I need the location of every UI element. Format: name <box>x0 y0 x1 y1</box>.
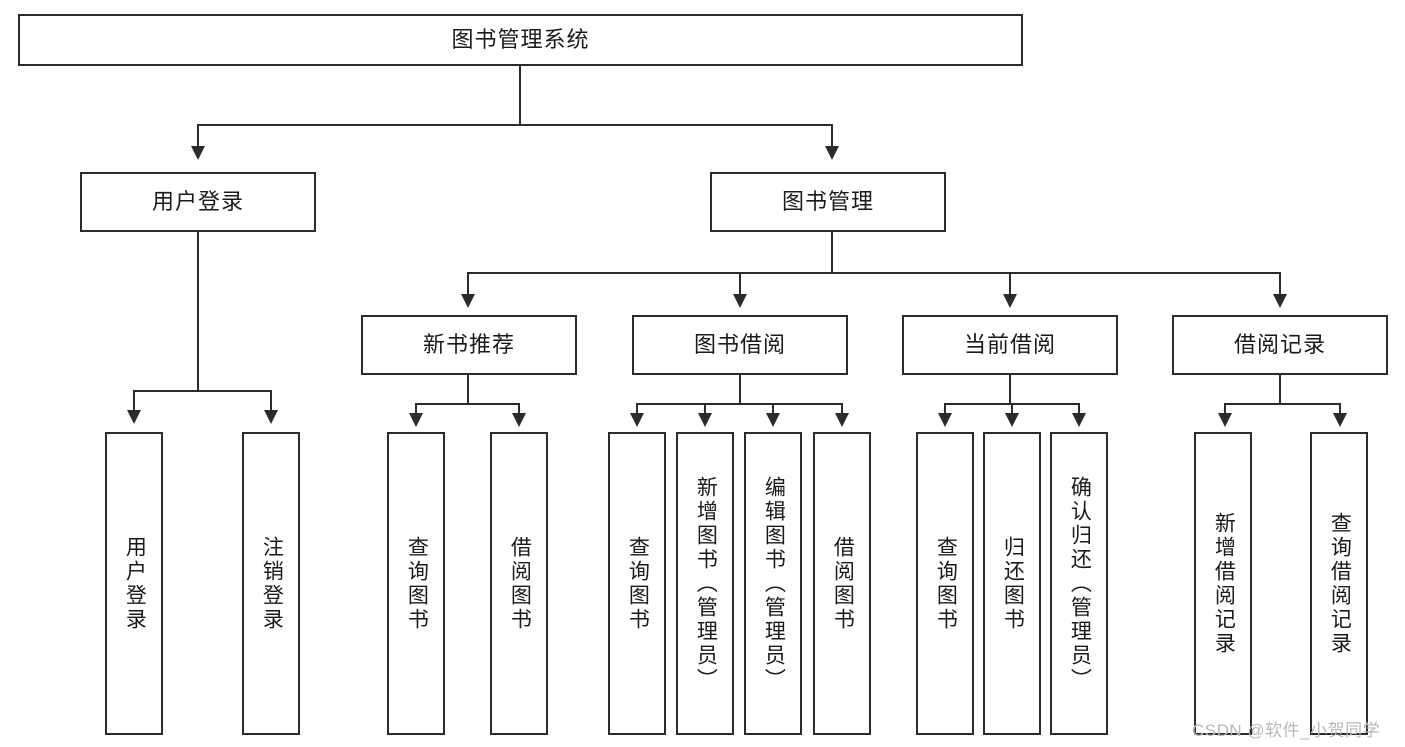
edge-bb-drop-1 <box>636 403 638 415</box>
leaf-br-add-record-label: 新增借阅记录 <box>1212 511 1236 656</box>
leaf-bb-borrow-book-label: 借阅图书 <box>831 535 855 632</box>
leaf-cb-confirm-return-label: 确认归还（管理员） <box>1068 475 1092 692</box>
edge-root-to-user-login <box>197 124 199 148</box>
edge-book-borrow-bus <box>636 403 843 405</box>
leaf-cb-return-book-label: 归还图书 <box>1001 535 1025 632</box>
arrowhead-nb-leaf-1 <box>409 413 423 427</box>
node-new-book-recommend-label: 新书推荐 <box>422 332 515 358</box>
arrowhead-cb-leaf-2 <box>1005 413 1019 427</box>
leaf-nb-query-book[interactable]: 查询图书 <box>387 432 445 735</box>
edge-new-book-drop-2 <box>518 403 520 415</box>
leaf-cb-return-book[interactable]: 归还图书 <box>983 432 1041 735</box>
node-root[interactable]: 图书管理系统 <box>18 14 1023 66</box>
leaf-user-login[interactable]: 用户登录 <box>105 432 163 735</box>
leaf-bb-query-book-label: 查询图书 <box>626 535 650 632</box>
arrowhead-bb-leaf-4 <box>835 413 849 427</box>
edge-root-bus <box>197 124 833 126</box>
arrowhead-br-leaf-1 <box>1218 413 1232 427</box>
arrowhead-bb-leaf-1 <box>630 413 644 427</box>
node-current-borrow-label: 当前借阅 <box>963 332 1056 358</box>
arrowhead-current-borrow <box>1003 294 1017 308</box>
node-new-book-recommend[interactable]: 新书推荐 <box>361 315 577 375</box>
edge-user-login-stem <box>197 232 199 390</box>
leaf-nb-borrow-book[interactable]: 借阅图书 <box>490 432 548 735</box>
edge-root-stem <box>519 66 521 124</box>
leaf-br-query-record-label: 查询借阅记录 <box>1328 511 1352 656</box>
edge-drop-book-borrow <box>739 272 741 296</box>
edge-bb-drop-3 <box>772 403 774 415</box>
leaf-logout[interactable]: 注销登录 <box>242 432 300 735</box>
arrowhead-user-login <box>191 146 205 160</box>
edge-drop-new-book <box>467 272 469 296</box>
edge-br-drop-1 <box>1224 403 1226 415</box>
leaf-cb-query-book[interactable]: 查询图书 <box>916 432 974 735</box>
edge-root-to-book-mgmt <box>831 124 833 148</box>
edge-book-borrow-stem <box>739 375 741 403</box>
leaf-nb-query-book-label: 查询图书 <box>405 535 429 632</box>
node-borrow-record[interactable]: 借阅记录 <box>1172 315 1388 375</box>
arrowhead-bb-leaf-3 <box>766 413 780 427</box>
edge-new-book-stem <box>467 375 469 403</box>
edge-drop-borrow-record <box>1279 272 1281 296</box>
leaf-bb-add-book[interactable]: 新增图书（管理员） <box>676 432 734 735</box>
leaf-bb-edit-book[interactable]: 编辑图书（管理员） <box>744 432 802 735</box>
edge-user-login-drop-1 <box>133 390 135 412</box>
arrowhead-book-mgmt <box>825 146 839 160</box>
node-book-borrow[interactable]: 图书借阅 <box>632 315 848 375</box>
leaf-logout-label: 注销登录 <box>260 535 284 632</box>
edge-new-book-bus <box>415 403 520 405</box>
arrowhead-cb-leaf-3 <box>1072 413 1086 427</box>
edge-user-login-bus <box>133 390 271 392</box>
arrowhead-br-leaf-2 <box>1333 413 1347 427</box>
node-root-label: 图书管理系统 <box>451 27 590 53</box>
leaf-br-add-record[interactable]: 新增借阅记录 <box>1194 432 1252 735</box>
arrowhead-bb-leaf-2 <box>698 413 712 427</box>
edge-bb-drop-4 <box>841 403 843 415</box>
edge-drop-current-borrow <box>1009 272 1011 296</box>
arrowhead-book-borrow <box>733 294 747 308</box>
node-book-management-label: 图书管理 <box>781 189 874 215</box>
edge-book-mgmt-stem <box>831 232 833 272</box>
edge-cb-drop-2 <box>1011 403 1013 415</box>
edge-borrow-record-bus <box>1224 403 1341 405</box>
node-current-borrow[interactable]: 当前借阅 <box>902 315 1118 375</box>
node-book-borrow-label: 图书借阅 <box>693 332 786 358</box>
edge-cb-drop-1 <box>944 403 946 415</box>
leaf-bb-edit-book-label: 编辑图书（管理员） <box>762 475 786 692</box>
arrowhead-cb-leaf-1 <box>938 413 952 427</box>
arrowhead-new-book <box>461 294 475 308</box>
leaf-user-login-label: 用户登录 <box>123 535 147 632</box>
node-user-login[interactable]: 用户登录 <box>80 172 316 232</box>
leaf-bb-add-book-label: 新增图书（管理员） <box>694 475 718 692</box>
leaf-cb-confirm-return[interactable]: 确认归还（管理员） <box>1050 432 1108 735</box>
node-user-login-label: 用户登录 <box>151 189 244 215</box>
edge-borrow-record-stem <box>1279 375 1281 403</box>
edge-cb-drop-3 <box>1078 403 1080 415</box>
arrowhead-nb-leaf-2 <box>512 413 526 427</box>
edge-level3-bus <box>467 272 1281 274</box>
node-borrow-record-label: 借阅记录 <box>1233 332 1326 358</box>
leaf-bb-borrow-book[interactable]: 借阅图书 <box>813 432 871 735</box>
arrowhead-borrow-record <box>1273 294 1287 308</box>
leaf-cb-query-book-label: 查询图书 <box>934 535 958 632</box>
edge-current-borrow-stem <box>1009 375 1011 403</box>
edge-bb-drop-2 <box>704 403 706 415</box>
leaf-br-query-record[interactable]: 查询借阅记录 <box>1310 432 1368 735</box>
node-book-management[interactable]: 图书管理 <box>710 172 946 232</box>
leaf-nb-borrow-book-label: 借阅图书 <box>508 535 532 632</box>
edge-new-book-drop-1 <box>415 403 417 415</box>
edge-br-drop-2 <box>1339 403 1341 415</box>
arrowhead-leaf-user-login <box>127 410 141 424</box>
arrowhead-leaf-logout <box>264 410 278 424</box>
leaf-bb-query-book[interactable]: 查询图书 <box>608 432 666 735</box>
edge-user-login-drop-2 <box>270 390 272 412</box>
